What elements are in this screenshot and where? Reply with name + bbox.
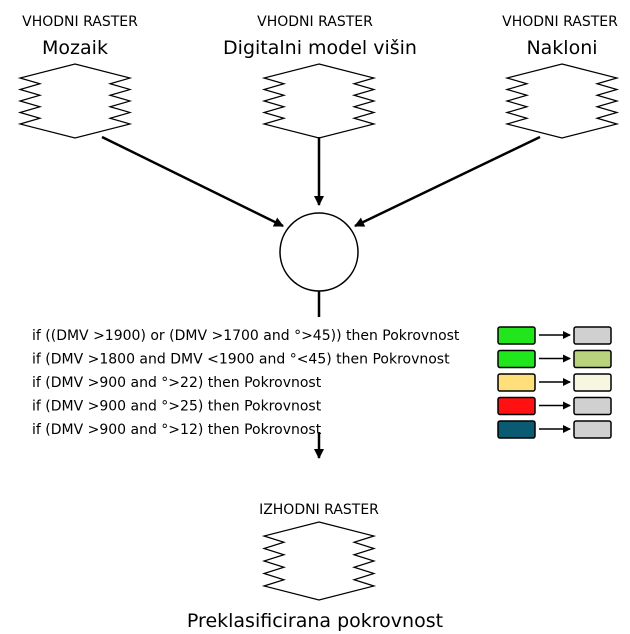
rule-text: if ((DMV >1900) or (DMV >1700 and °>45))… — [32, 328, 460, 344]
arrow-nakloni-to-process — [354, 135, 541, 228]
rule-row: if (DMV >1800 and DMV <1900 and °<45) th… — [32, 349, 612, 369]
input-mozaik-type-label: VHODNI RASTER — [22, 14, 138, 30]
output-type-label: IZHODNI RASTER — [259, 502, 379, 518]
target-color-swatch — [573, 420, 612, 439]
raster-icon-dmv — [261, 63, 377, 139]
output-name: Preklasificirana pokrovnost — [187, 610, 443, 632]
source-color-swatch — [497, 396, 536, 416]
input-nakloni-type-label: VHODNI RASTER — [502, 14, 618, 30]
target-color-swatch — [573, 396, 612, 416]
source-color-swatch — [497, 420, 536, 439]
rule-text: if (DMV >900 and °>25) then Pokrovnost — [32, 399, 322, 415]
arrow-mozaik-to-process — [101, 135, 284, 228]
rule-text: if (DMV >900 and °>22) then Pokrovnost — [32, 375, 322, 391]
source-color-swatch — [497, 349, 536, 369]
process-circle — [279, 212, 359, 292]
source-color-swatch — [497, 326, 536, 345]
rule-row: if (DMV >900 and °>25) then Pokrovnost — [32, 396, 612, 416]
input-mozaik-name: Mozaik — [42, 37, 108, 59]
raster-icon-nakloni — [504, 63, 620, 139]
rule-text: if (DMV >1800 and DMV <1900 and °<45) th… — [32, 352, 450, 368]
raster-icon-mozaik — [17, 63, 133, 139]
rule-row: if (DMV >900 and °>22) then Pokrovnost — [32, 373, 612, 392]
target-color-swatch — [573, 373, 612, 392]
rule-text: if (DMV >900 and °>12) then Pokrovnost — [32, 422, 322, 438]
input-dmv-name: Digitalni model višin — [223, 37, 417, 59]
target-color-swatch — [573, 349, 612, 369]
raster-icon-output — [261, 521, 377, 601]
target-color-swatch — [573, 326, 612, 345]
input-nakloni-name: Nakloni — [526, 37, 597, 59]
source-color-swatch — [497, 373, 536, 392]
rule-row: if ((DMV >1900) or (DMV >1700 and °>45))… — [32, 326, 612, 345]
input-dmv-type-label: VHODNI RASTER — [257, 14, 373, 30]
rule-row: if (DMV >900 and °>12) then Pokrovnost — [32, 420, 612, 439]
reclassification-rules: if ((DMV >1900) or (DMV >1700 and °>45))… — [32, 326, 612, 439]
